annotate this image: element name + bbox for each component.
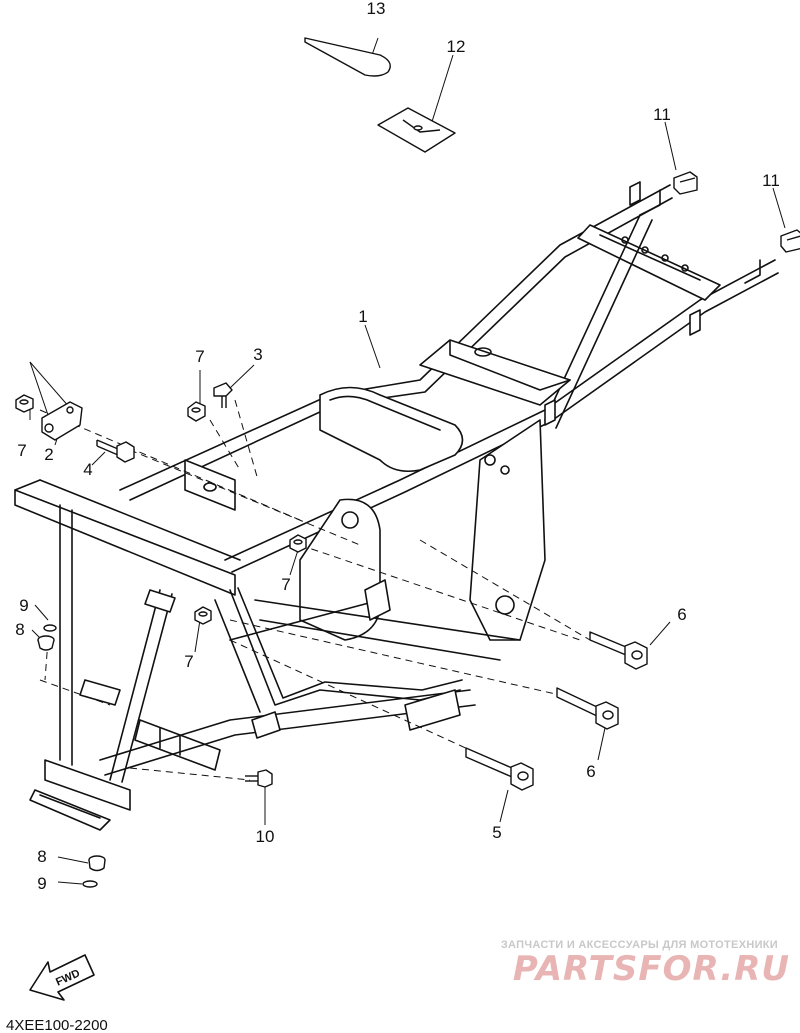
part-4-bolt — [96, 439, 135, 463]
callout-8-upper: 8 — [15, 620, 24, 639]
part-11-cap-left — [673, 171, 698, 195]
callout-3: 3 — [253, 345, 262, 364]
part-6-bolt-lower — [556, 687, 619, 730]
callout-12: 12 — [447, 37, 466, 56]
part-7-nut-mid — [289, 534, 307, 553]
fwd-arrow: FWD — [29, 954, 95, 1001]
diagram-code: 4XEE100-2200 — [6, 1017, 108, 1033]
part-8-collar-lower — [88, 855, 106, 872]
callout-11-right: 11 — [762, 171, 780, 190]
part-9-washer-upper — [43, 624, 57, 632]
callout-9-upper: 9 — [19, 596, 28, 615]
watermark-brand: PARTSFOR.RU — [513, 949, 790, 989]
callout-2: 2 — [44, 445, 53, 464]
part-5-bolt — [465, 747, 534, 791]
callout-9-lower: 9 — [37, 874, 46, 893]
callout-7-top: 7 — [195, 347, 204, 366]
callout-13: 13 — [367, 0, 386, 18]
main-frame — [14, 181, 779, 831]
part-2-bracket — [41, 401, 83, 441]
part-9-washer-lower — [82, 880, 98, 888]
part-7-nut-top — [187, 401, 206, 422]
callout-7-mid: 7 — [281, 575, 290, 594]
callout-5: 5 — [492, 823, 501, 842]
callout-1: 1 — [358, 307, 367, 326]
part-10-bolt — [245, 769, 273, 788]
part-3-bolt — [213, 382, 233, 408]
callout-11-left: 11 — [653, 105, 671, 124]
part-7-nut-low — [194, 606, 212, 625]
part-7-nut-left — [15, 394, 34, 413]
part-12-plate — [377, 107, 456, 153]
part-6-bolt-upper — [589, 631, 648, 670]
callout-4: 4 — [83, 460, 92, 479]
watermark: ЗАПЧАСТИ И АКСЕССУАРЫ ДЛЯ МОТОТЕХНИКИ PA… — [501, 939, 790, 989]
callout-numbers: 13 12 11 11 1 3 7 7 2 4 7 9 8 7 6 6 5 10… — [15, 0, 780, 893]
callout-6-upper: 6 — [677, 605, 686, 624]
part-8-collar-upper — [37, 635, 55, 651]
callout-8-lower: 8 — [37, 847, 46, 866]
callout-6-lower: 6 — [586, 762, 595, 781]
watermark-tagline: ЗАПЧАСТИ И АКСЕССУАРЫ ДЛЯ МОТОТЕХНИКИ — [501, 939, 778, 951]
part-13-pad — [304, 37, 391, 77]
callout-7-left: 7 — [17, 441, 26, 460]
callout-10: 10 — [256, 827, 275, 846]
part-11-cap-right — [780, 229, 800, 253]
callout-7-low: 7 — [184, 652, 193, 671]
